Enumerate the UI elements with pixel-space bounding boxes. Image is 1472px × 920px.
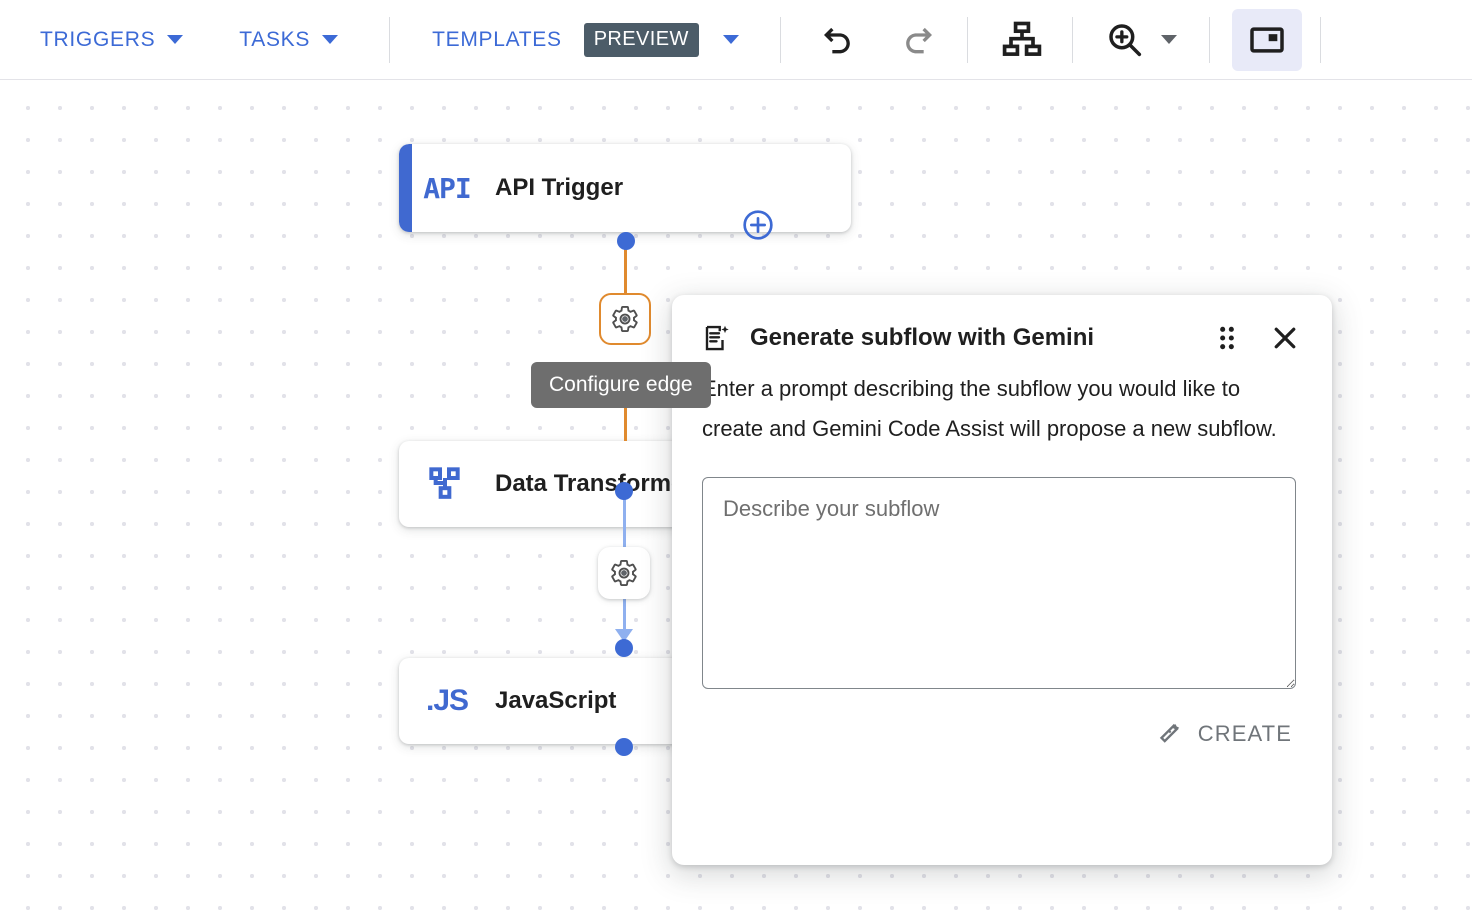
hierarchy-icon [1002, 21, 1041, 56]
tasks-menu-label: TASKS [239, 27, 311, 51]
drag-handle-icon[interactable] [1210, 321, 1244, 355]
magic-wand-icon [1159, 723, 1180, 743]
toolbar-divider [1208, 16, 1210, 63]
gear-icon [611, 560, 637, 586]
create-button[interactable]: CREATE [1150, 713, 1296, 755]
triggers-menu[interactable]: TRIGGERS [32, 22, 191, 58]
undo-icon [823, 27, 850, 53]
dialog-title: Generate subflow with Gemini [750, 324, 1095, 351]
close-button[interactable] [1264, 321, 1306, 355]
dialog-body: Enter a prompt describing the subflow yo… [672, 355, 1332, 689]
toggle-panel-button[interactable] [1231, 8, 1302, 71]
undo-button[interactable] [811, 12, 867, 68]
zoom-menu-button[interactable] [1151, 12, 1187, 68]
toolbar: TRIGGERS TASKS TEMPLATES PREVIEW [0, 0, 1472, 80]
add-node-icon [743, 210, 773, 240]
chevron-down-icon [167, 35, 184, 44]
dialog-description: Enter a prompt describing the subflow yo… [702, 376, 1277, 441]
node-output-port[interactable] [615, 738, 633, 756]
preview-badge: PREVIEW [583, 22, 699, 57]
close-icon [1274, 327, 1296, 349]
gear-icon [612, 306, 638, 332]
toolbar-divider [389, 16, 391, 63]
edge-transformer-to-javascript[interactable] [623, 596, 626, 636]
node-label: Data Transformer [495, 470, 694, 497]
add-node-button[interactable] [742, 209, 774, 241]
chevron-down-icon [1160, 35, 1177, 44]
redo-button[interactable] [889, 12, 945, 68]
node-label: JavaScript [495, 687, 617, 714]
chevron-down-icon [322, 35, 339, 44]
node-input-port[interactable] [615, 639, 633, 657]
edge-tooltip: Configure edge [531, 362, 711, 408]
edge-transformer-to-javascript[interactable] [623, 491, 626, 549]
dialog-footer: CREATE [672, 689, 1332, 785]
edge-arrowhead [615, 629, 633, 642]
panel-icon [1249, 26, 1284, 53]
auto-layout-button[interactable] [994, 12, 1050, 68]
triggers-menu-label: TRIGGERS [40, 27, 156, 51]
node-output-port[interactable] [615, 482, 633, 500]
zoom-button[interactable] [1097, 12, 1153, 68]
edge-api-to-transformer[interactable] [624, 241, 627, 314]
subflow-prompt-input[interactable] [702, 477, 1296, 689]
redo-icon [905, 27, 932, 53]
api-icon: API [423, 171, 472, 205]
node-output-port[interactable] [617, 232, 635, 250]
zoom-in-icon [1108, 23, 1141, 56]
dialog-header: Generate subflow with Gemini [672, 295, 1332, 355]
templates-menu-label: TEMPLATES [432, 27, 562, 51]
toolbar-divider [1071, 16, 1073, 63]
node-label: API Trigger [495, 174, 624, 201]
configure-edge-button[interactable] [599, 293, 651, 345]
chevron-down-icon [722, 35, 739, 44]
data-transformer-icon [399, 464, 495, 504]
configure-edge-button[interactable] [598, 547, 650, 599]
gemini-document-sparkle-icon [705, 325, 729, 351]
toolbar-divider [779, 16, 781, 63]
generate-subflow-dialog: Generate subflow with Gemini Enter a pro… [672, 295, 1332, 865]
node-accent-bar [399, 144, 412, 232]
toolbar-divider [1319, 16, 1321, 63]
javascript-icon: .JS [425, 684, 469, 717]
toolbar-divider [966, 16, 968, 63]
node-api-trigger[interactable]: API API Trigger [399, 144, 851, 232]
tasks-menu[interactable]: TASKS [231, 22, 346, 58]
create-button-label: CREATE [1197, 721, 1292, 746]
templates-menu[interactable]: TEMPLATES PREVIEW [424, 17, 747, 63]
